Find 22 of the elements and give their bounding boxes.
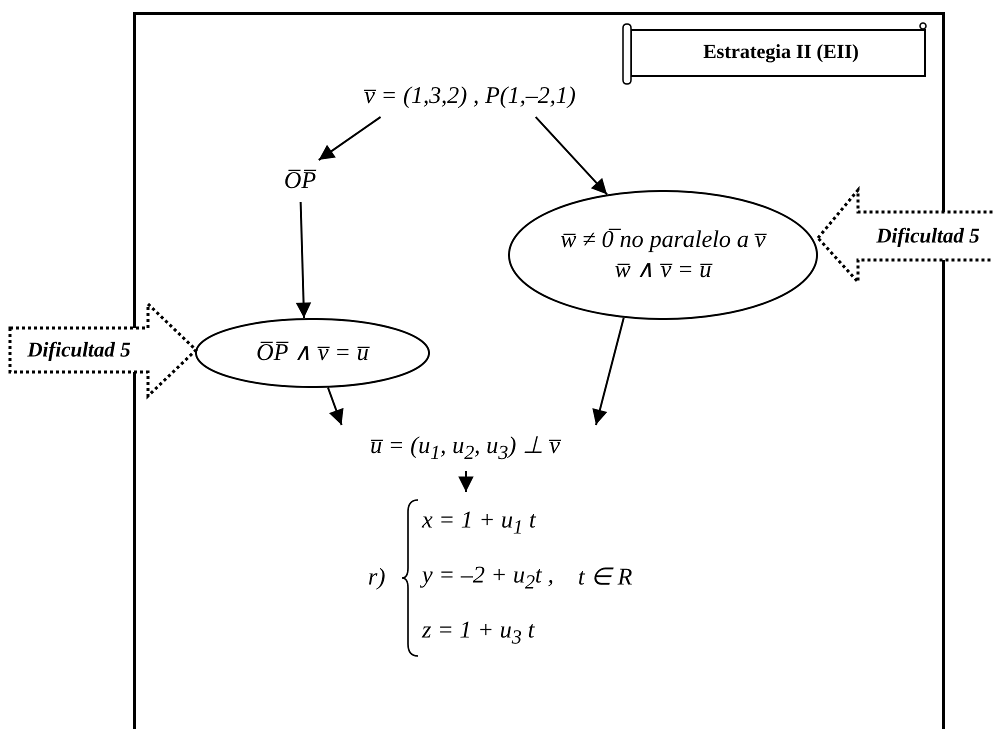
difficulty-label: Dificultad 5 [27, 338, 131, 362]
formula-text: O̅P̅ ∧ v̅ = u̅ [256, 339, 369, 368]
arrow [592, 318, 625, 426]
equation-text: y = –2 + u$_{2}$t , [422, 562, 554, 594]
arrow [327, 387, 344, 426]
equation-text: t ∈ R [578, 564, 632, 592]
equation-text: x = 1 + u$_{1}$ t [422, 506, 536, 540]
formula-text: w̅ ∧ v̅ = u̅ [614, 256, 712, 285]
difficulty-label: Dificultad 5 [876, 224, 980, 248]
arrow [296, 202, 312, 318]
formula-text: v̅ = (1,3,2) , P(1,–2,1) [364, 82, 576, 111]
strategy-title: Estrategia II (EII) [703, 40, 859, 64]
formula-text: w̅ ≠ 0̅ no paralelo a v̅ [560, 226, 766, 255]
ellipse-node [508, 190, 818, 320]
arrow [534, 116, 608, 196]
equation-text: z = 1 + u$_{3}$ t [422, 616, 534, 650]
formula-text: O̅P̅ [284, 167, 316, 196]
formula-text: u̅ = (u$_{1}$, u$_{2}$, u$_{3}$) ⊥ v̅ [370, 432, 560, 466]
equation-text: r) [368, 564, 386, 592]
arrow [318, 116, 382, 161]
arrow [458, 471, 474, 492]
ellipse-node [195, 318, 430, 388]
